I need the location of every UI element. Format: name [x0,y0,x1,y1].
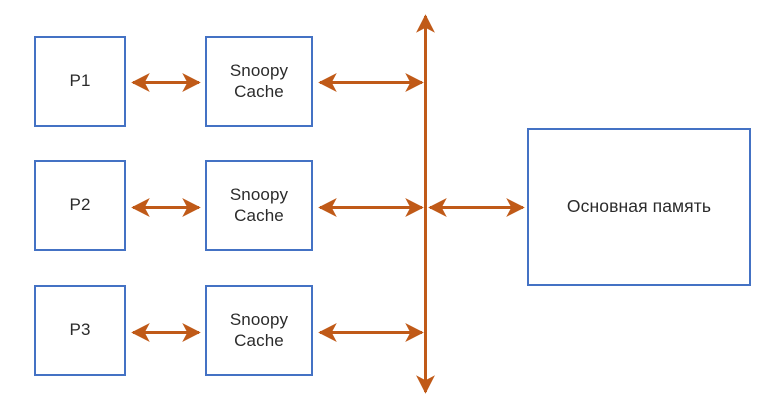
cache-label-1: Snoopy Cache [229,60,289,101]
processor-label-p3: P3 [69,320,91,340]
cache-label-2: Snoopy Cache [229,184,289,225]
cache-label-3: Snoopy Cache [229,309,289,350]
processor-node-p1[interactable]: P1 [34,36,126,127]
cache-node-3[interactable]: Snoopy Cache [205,285,313,376]
cache-node-1[interactable]: Snoopy Cache [205,36,313,127]
main-memory-node[interactable]: Основная память [527,128,751,286]
processor-node-p2[interactable]: P2 [34,160,126,251]
processor-node-p3[interactable]: P3 [34,285,126,376]
cache-node-2[interactable]: Snoopy Cache [205,160,313,251]
processor-label-p2: P2 [69,195,91,215]
processor-label-p1: P1 [69,71,91,91]
main-memory-label: Основная память [566,196,712,217]
